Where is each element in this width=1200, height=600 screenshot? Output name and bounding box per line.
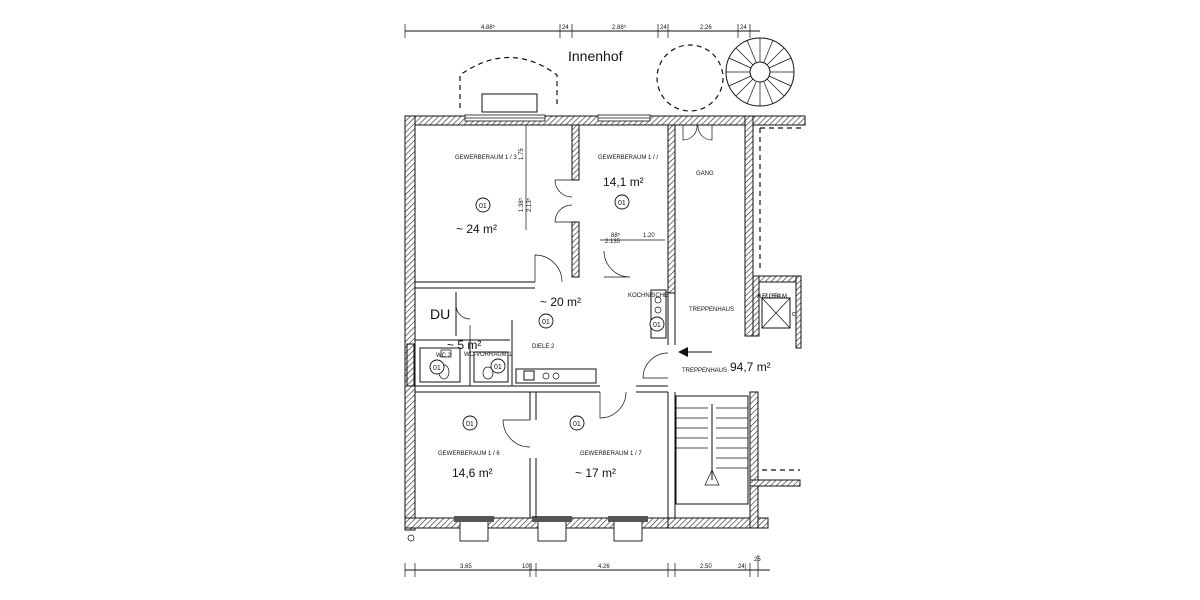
door-swing-outline	[656, 44, 724, 112]
room-gewerberaum-1-x: GEWERBERAUM 1 / / 14,1 m² 01	[598, 155, 658, 210]
inner-dim-2: 1.38⁵	[518, 197, 525, 212]
room-name: DIELE 2	[532, 344, 555, 350]
room-wc-vorraum: WC-VORRAUM 1 01	[464, 352, 512, 374]
top-dimension-line: 4.88⁵ 24 2.88⁵ 24 2.26 24	[404, 24, 760, 38]
room-code: 01	[542, 319, 550, 326]
bottom-dim-2: 10¹|	[522, 564, 533, 570]
top-dim-1: 4.88⁵	[481, 24, 496, 31]
entrance-arrow-icon	[678, 347, 712, 357]
bottom-dim-6: 25	[754, 557, 761, 563]
room-name: WC-VORRAUM 1	[464, 352, 512, 358]
room-treppenhaus-upper-label: TREPPENHAUS	[689, 307, 734, 313]
room-name: GEWERBERAUM 1 / /	[598, 155, 658, 161]
room-kochnische: KOCHNISCHE 01	[628, 293, 668, 332]
inner-dim-6: 1.20	[643, 233, 655, 239]
bottom-dim-1: 3.65	[460, 564, 472, 570]
room-code: 01	[466, 421, 474, 428]
courtyard-label: Innenhof	[568, 48, 623, 64]
room-wc: ~ 5 m² WC 2 01	[429, 338, 481, 375]
room-area: ~ 24 m²	[456, 222, 497, 236]
top-dim-4: 24	[660, 25, 667, 31]
room-diele: ~ 20 m² 01 DIELE 2	[532, 295, 581, 350]
bottom-dim-3: 4.26	[598, 564, 610, 570]
top-windows	[464, 114, 651, 122]
bottom-dim-4: 2.50	[700, 564, 712, 570]
room-code: 01	[573, 421, 581, 428]
bay-window-outline	[459, 57, 558, 113]
top-dim-2: 24	[562, 25, 569, 31]
room-code: 01	[653, 322, 661, 329]
room-code: 01	[494, 364, 502, 371]
interior-walls	[406, 124, 746, 518]
room-area: 14,1 m²	[603, 175, 644, 189]
room-code: 01	[433, 365, 441, 372]
room-area: 94,7 m²	[730, 360, 771, 374]
inner-dim-3: 2.13⁵	[526, 197, 533, 212]
bottom-dim-5: 24|	[738, 564, 747, 570]
top-dim-3: 2.88⁵	[612, 24, 627, 31]
room-gewerberaum-1-6: 01 GEWERBERAUM 1 / 6 14,6 m²	[438, 415, 500, 480]
spiral-staircase	[725, 37, 795, 107]
room-name: KOCHNISCHE	[628, 293, 668, 299]
room-gewerberaum-1-3: GEWERBERAUM 1 / 3 01 ~ 24 m²	[455, 155, 517, 236]
room-name: TREPPENHAUS	[682, 368, 727, 374]
room-gewerberaum-1-7: 01 GEWERBERAUM 1 / 7 ~ 17 m²	[569, 415, 642, 480]
bottom-dimension-line: 3.65 10¹| 4.26 2.50 24| 25	[404, 555, 770, 577]
room-code: 01	[479, 203, 487, 210]
fixtures	[419, 289, 667, 384]
room-name: WC 2	[436, 353, 452, 359]
room-area: ~ 20 m²	[540, 295, 581, 309]
inner-dim-4: 88⁵	[611, 232, 621, 239]
room-area: ~ 17 m²	[575, 466, 616, 480]
top-dim-5: 2.26	[700, 25, 712, 31]
room-du-label: DU	[430, 306, 450, 322]
room-area: 14,6 m²	[452, 466, 493, 480]
room-name: GEWERBERAUM 1 / 3	[455, 155, 517, 161]
bottom-windows	[454, 516, 648, 542]
room-name: GEWERBERAUM 1 / 6	[438, 451, 500, 457]
side-marker: c	[792, 311, 796, 318]
right-annex	[749, 127, 805, 487]
room-code: 01	[618, 200, 626, 207]
room-gang-label: GANG	[696, 171, 714, 177]
inner-dim-1: 1.75	[519, 148, 525, 160]
room-area: ~ 5 m²	[447, 338, 481, 352]
top-dim-6: 24	[740, 25, 747, 31]
inner-dim-5: 2.135	[605, 239, 621, 245]
doors	[455, 124, 713, 448]
room-treppenhaus-lower: TREPPENHAUS 94,7 m²	[682, 360, 771, 374]
room-aufzug-label: AUFZUGS RAUM	[757, 294, 787, 300]
room-name: GEWERBERAUM 1 / 7	[580, 451, 642, 457]
main-staircase	[675, 395, 749, 505]
inner-dimensions: 1.75 1.38⁵ 2.13⁵ 88⁵ 2.135 1.20	[518, 125, 665, 245]
